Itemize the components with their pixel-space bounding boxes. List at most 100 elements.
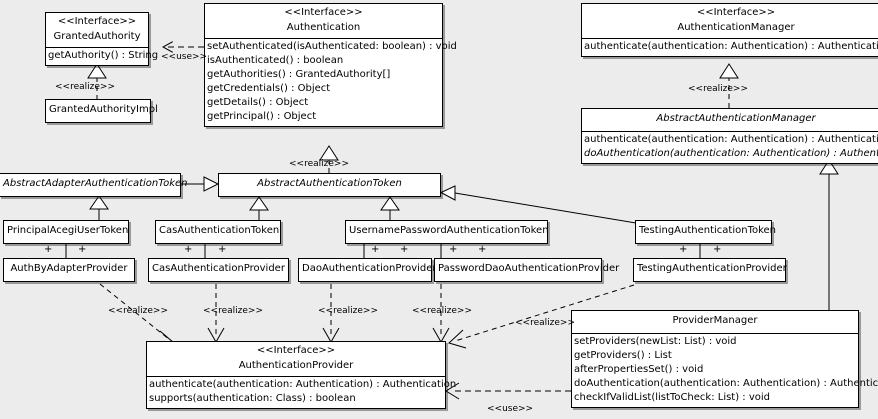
class-box-cas-authentication-token[interactable]: CasAuthenticationToken: [155, 220, 281, 244]
class-name-label: TestingAuthenticationToken: [639, 225, 777, 236]
class-header-authentication-provider: <<Interface>> AuthenticationProvider: [147, 342, 445, 376]
relationship-label-realize-cas-authentication-provider: <<realize>>: [203, 306, 263, 316]
class-divider: [572, 333, 858, 334]
member-row: isAuthenticated() : boolean: [207, 55, 344, 66]
association-end-marker: +: [78, 244, 87, 255]
class-name-label: PrincipalAcegiUserToken: [7, 225, 129, 236]
generalization-provider-manager: [819, 159, 839, 310]
class-divider: [205, 38, 442, 39]
class-members-authentication-provider: authenticate(authentication: Authenticat…: [147, 377, 457, 408]
class-divider: [582, 131, 878, 132]
class-members-authentication: setAuthenticated(isAuthenticated: boolea…: [205, 39, 457, 126]
stereotype-label: <<Interface>>: [284, 7, 363, 18]
member-row: getAuthority() : String: [48, 50, 159, 61]
class-header-testing-authentication-token: TestingAuthenticationToken: [636, 221, 777, 243]
class-box-authentication-provider[interactable]: <<Interface>> AuthenticationProvider aut…: [146, 341, 457, 409]
association-end-marker: +: [184, 244, 193, 255]
member-row: doAuthentication(authentication: Authent…: [574, 378, 878, 389]
relationship-label-use-authentication-granted-authority: <<use>>: [161, 52, 208, 62]
class-header-granted-authority: <<Interface>> GrantedAuthority: [46, 13, 148, 47]
stereotype-label: <<Interface>>: [57, 16, 137, 27]
class-header-abstract-authentication-token: AbstractAuthenticationToken: [219, 174, 440, 196]
class-members-provider-manager: setProviders(newList: List) : void getPr…: [572, 334, 878, 407]
class-box-auth-by-adapter-provider[interactable]: AuthByAdapterProvider: [3, 258, 135, 282]
association-end-marker: +: [713, 244, 722, 255]
class-header-auth-by-adapter-provider: AuthByAdapterProvider: [4, 259, 134, 281]
class-header-principal-acegi-user-token: PrincipalAcegiUserToken: [4, 221, 128, 243]
class-divider: [582, 38, 878, 39]
class-box-granted-authority-impl[interactable]: GrantedAuthorityImpl: [45, 99, 158, 123]
relationship-label-realize-abstract-authentication-token: <<realize>>: [289, 159, 349, 169]
association-end-marker: +: [218, 244, 227, 255]
relationship-label-realize-abstract-authentication-manager: <<realize>>: [688, 84, 748, 94]
member-row: setAuthenticated(isAuthenticated: boolea…: [207, 41, 457, 52]
member-row: getAuthorities() : GrantedAuthority[]: [207, 69, 391, 80]
class-header-password-dao-authentication-provider: PasswordDaoAuthenticationProvider: [435, 259, 620, 281]
class-name-label: GrantedAuthority: [53, 31, 141, 42]
class-name-label: UsernamePasswordAuthenticationToken: [349, 225, 549, 236]
class-box-abstract-authentication-manager[interactable]: AbstractAuthenticationManager authentica…: [581, 108, 878, 164]
class-header-abstract-authentication-manager: AbstractAuthenticationManager: [582, 109, 878, 131]
relationship-label-realize-testing-authentication-provider: <<realize>>: [515, 318, 575, 328]
class-members-authentication-manager: authenticate(authentication: Authenticat…: [582, 39, 878, 56]
member-row: doAuthentication(authentication: Authent…: [584, 148, 878, 159]
class-header-dao-authentication-provider: DaoAuthenticationProvider: [299, 259, 437, 281]
class-name-label: AuthenticationManager: [677, 22, 795, 33]
member-row: getDetails() : Object: [207, 97, 309, 108]
class-divider: [147, 376, 445, 377]
member-row: getCredentials() : Object: [207, 83, 331, 94]
class-box-username-password-authentication-token[interactable]: UsernamePasswordAuthenticationToken: [345, 220, 549, 244]
class-box-testing-authentication-provider[interactable]: TestingAuthenticationProvider: [633, 258, 787, 282]
member-row: setProviders(newList: List) : void: [574, 336, 737, 347]
class-name-label: CasAuthenticationProvider: [152, 263, 285, 274]
class-header-username-password-authentication-token: UsernamePasswordAuthenticationToken: [346, 221, 549, 243]
class-box-testing-authentication-token[interactable]: TestingAuthenticationToken: [635, 220, 777, 244]
class-members-granted-authority: getAuthority() : String: [46, 48, 159, 65]
stereotype-label: <<Interface>>: [256, 345, 336, 356]
class-box-password-dao-authentication-provider[interactable]: PasswordDaoAuthenticationProvider: [434, 258, 620, 282]
relationship-label-use-provider-manager: <<use>>: [487, 404, 534, 414]
member-row: authenticate(authentication: Authenticat…: [149, 379, 457, 390]
class-name-label: AbstractAdapterAuthenticationToken: [3, 178, 188, 189]
class-header-authentication: <<Interface>> Authentication: [205, 4, 442, 38]
relationship-label-realize-dao-authentication-provider: <<realize>>: [318, 306, 378, 316]
generalization-cas-authentication-token: [249, 196, 269, 220]
class-members-abstract-authentication-manager: authenticate(authentication: Authenticat…: [582, 132, 878, 163]
class-divider: [46, 47, 148, 48]
member-row: supports(authentication: Class) : boolea…: [149, 393, 356, 404]
class-box-cas-authentication-provider[interactable]: CasAuthenticationProvider: [148, 258, 289, 282]
class-header-abstract-adapter-authentication-token: AbstractAdapterAuthenticationToken: [0, 174, 188, 196]
class-header-testing-authentication-provider: TestingAuthenticationProvider: [634, 259, 787, 281]
class-box-abstract-adapter-authentication-token[interactable]: AbstractAdapterAuthenticationToken: [0, 173, 188, 197]
relationship-label-realize-auth-by-adapter-provider: <<realize>>: [108, 306, 168, 316]
class-header-cas-authentication-provider: CasAuthenticationProvider: [149, 259, 288, 281]
class-name-label: AuthenticationProvider: [238, 360, 354, 371]
association-end-marker: +: [400, 244, 409, 255]
class-name-label: CasAuthenticationToken: [159, 225, 280, 236]
class-name-label: AuthByAdapterProvider: [10, 263, 128, 274]
class-name-label: Authentication: [286, 22, 361, 33]
association-end-marker: +: [679, 244, 688, 255]
class-header-granted-authority-impl: GrantedAuthorityImpl: [46, 100, 158, 122]
class-name-label: ProviderManager: [672, 315, 758, 326]
member-row: afterPropertiesSet() : void: [574, 364, 704, 375]
generalization-principal-acegi-user-token: [89, 195, 109, 220]
class-name-label: DaoAuthenticationProvider: [302, 263, 437, 274]
class-box-abstract-authentication-token[interactable]: AbstractAuthenticationToken: [218, 173, 441, 197]
class-name-label: PasswordDaoAuthenticationProvider: [438, 263, 620, 274]
member-row: authenticate(authentication: Authenticat…: [584, 41, 878, 52]
class-box-principal-acegi-user-token[interactable]: PrincipalAcegiUserToken: [3, 220, 129, 244]
member-row: getPrincipal() : Object: [207, 111, 317, 122]
class-box-granted-authority[interactable]: <<Interface>> GrantedAuthority getAuthor…: [45, 12, 159, 66]
stereotype-label: <<Interface>>: [696, 7, 776, 18]
generalization-testing-authentication-token: [439, 185, 637, 224]
class-box-provider-manager[interactable]: ProviderManager setProviders(newList: Li…: [571, 310, 878, 408]
class-box-authentication-manager[interactable]: <<Interface>> AuthenticationManager auth…: [581, 3, 878, 57]
dependency-provider-manager-to-authentication-provider: [445, 382, 571, 400]
association-end-marker: +: [449, 244, 458, 255]
class-name-label: AbstractAuthenticationToken: [257, 178, 402, 189]
class-header-cas-authentication-token: CasAuthenticationToken: [156, 221, 280, 243]
class-box-dao-authentication-provider[interactable]: DaoAuthenticationProvider: [298, 258, 437, 282]
class-box-authentication[interactable]: <<Interface>> Authentication setAuthenti…: [204, 3, 457, 127]
